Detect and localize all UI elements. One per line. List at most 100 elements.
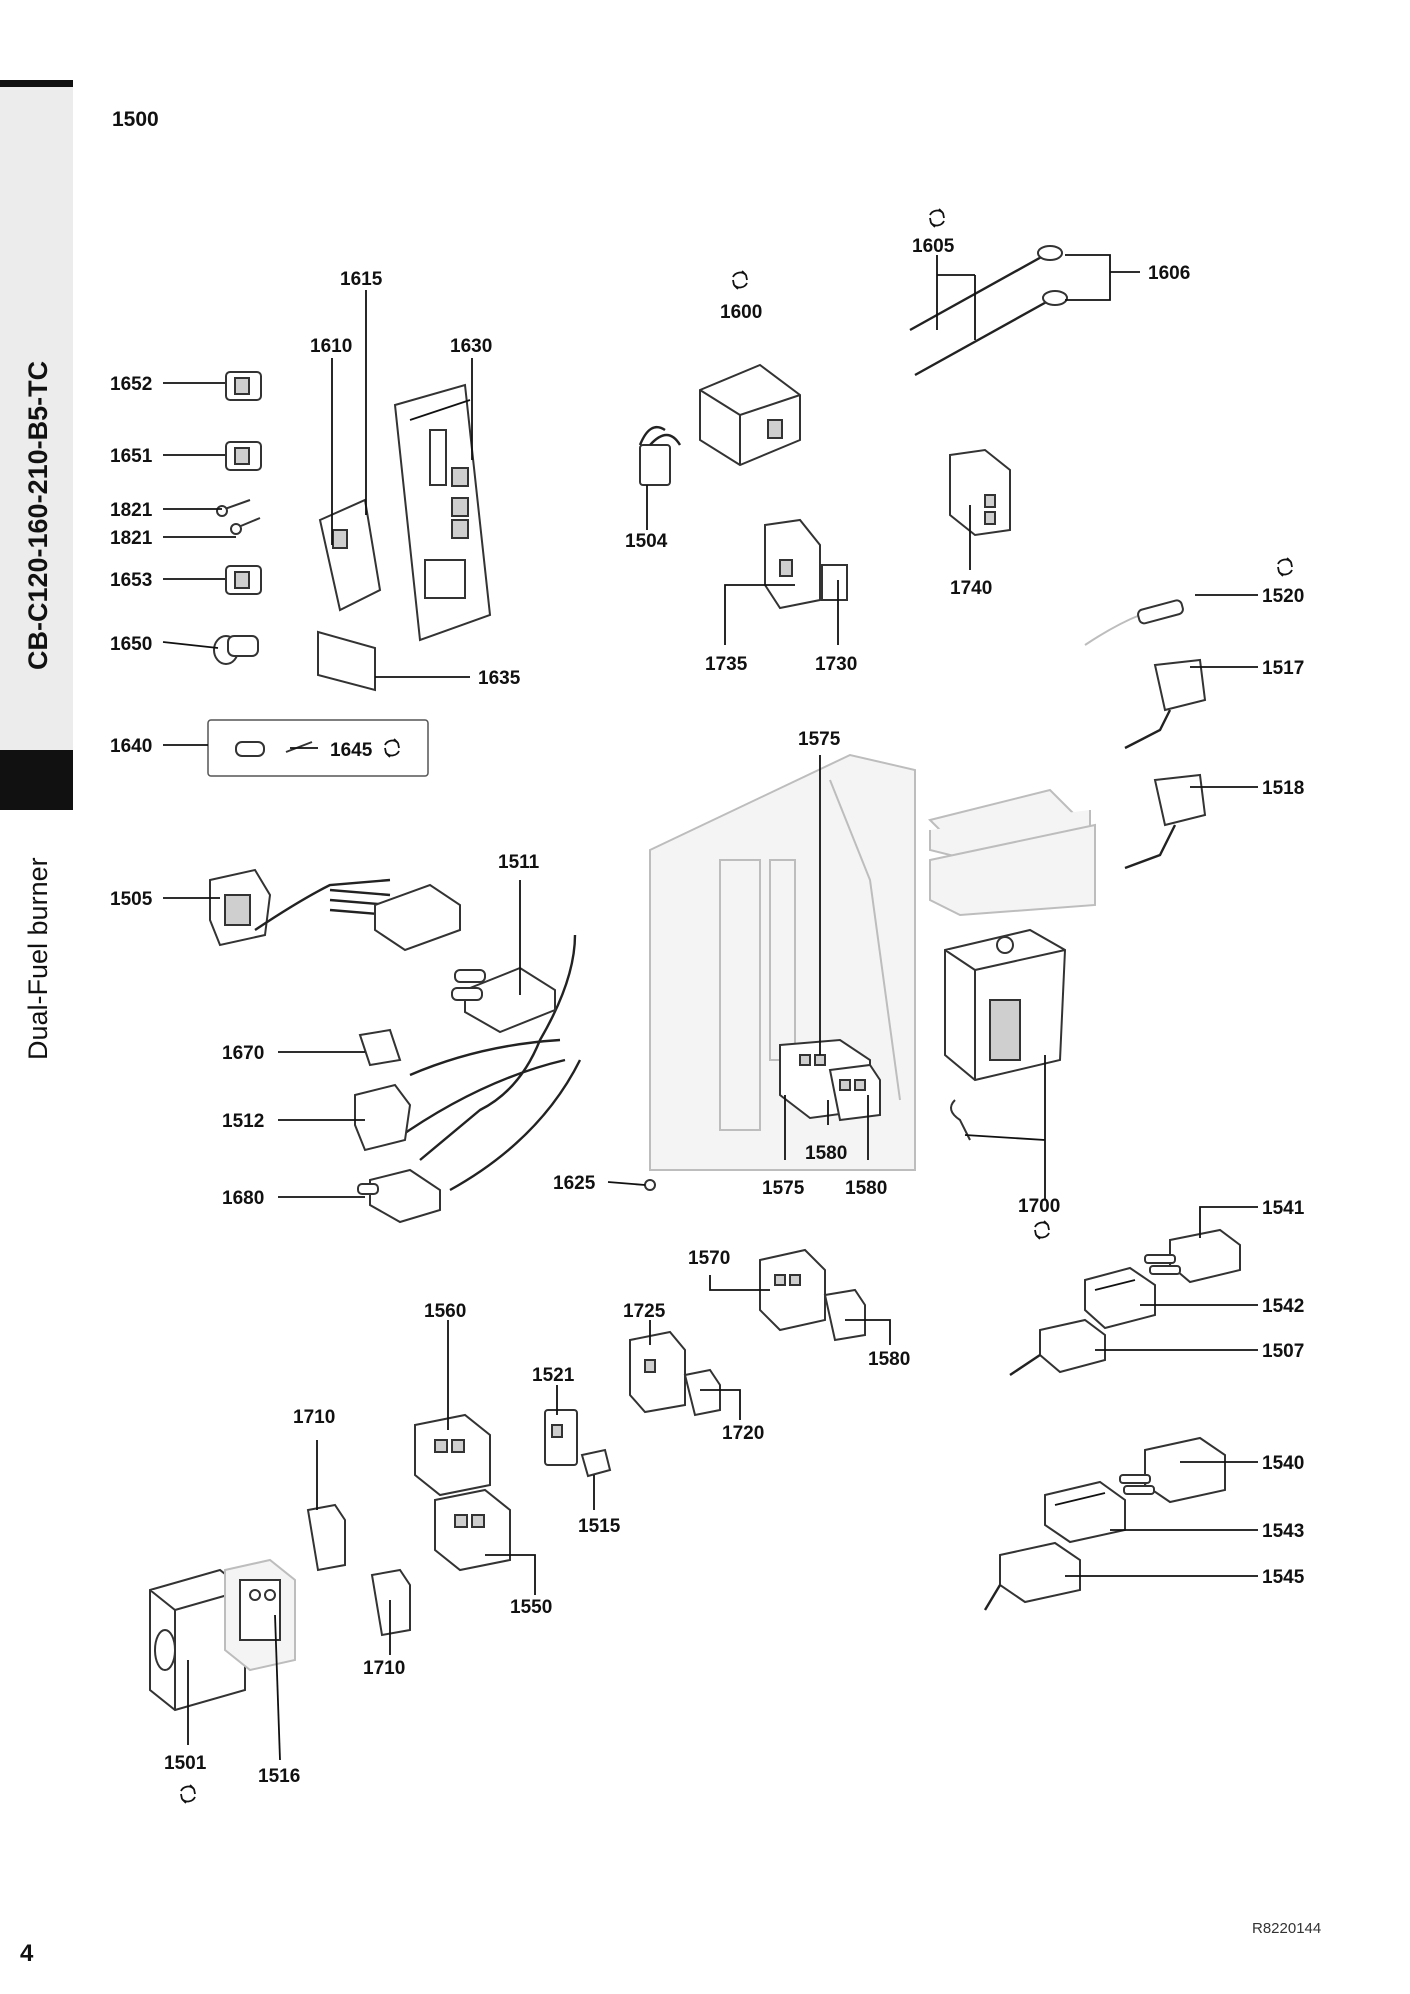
part-1600-ignition-unit — [699, 363, 801, 467]
part-1700-servomotor — [944, 928, 1067, 1141]
part-1560-contactor — [414, 1413, 491, 1497]
part-1516-base — [224, 1558, 296, 1672]
part-1650 — [213, 635, 259, 665]
callout-1640: 1640 — [110, 736, 152, 757]
part-1821-screws — [216, 499, 261, 535]
part-1730-relay — [821, 564, 848, 601]
callout-1521: 1521 — [532, 1365, 575, 1386]
page-number: 4 — [20, 1940, 34, 1967]
part-1725-relay-socket — [629, 1330, 686, 1414]
callout-1653: 1653 — [110, 570, 152, 591]
part-1630-panel — [393, 383, 492, 642]
callout-1605: 1605 — [912, 236, 955, 257]
part-1501-control-box — [149, 1568, 246, 1712]
part-1550-contactor — [434, 1488, 511, 1572]
exchange-icon — [384, 738, 400, 758]
callout-1680: 1680 — [222, 1188, 264, 1209]
callout-1570: 1570 — [688, 1248, 730, 1269]
callout-1625: 1625 — [553, 1173, 596, 1194]
part-1540-plug — [1119, 1436, 1226, 1504]
callout-1710-b: 1710 — [363, 1658, 405, 1679]
part-1653 — [225, 565, 262, 595]
callout-1541: 1541 — [1262, 1198, 1305, 1219]
part-1640-kit-box — [207, 719, 429, 777]
exchange-icon — [929, 208, 945, 228]
part-1511-terminal-block — [374, 883, 556, 1034]
part-1580-auxiliary-contact — [823, 1288, 866, 1342]
callout-1580-a: 1580 — [805, 1143, 847, 1164]
part-1670-plug — [358, 1028, 402, 1067]
callout-1635: 1635 — [478, 668, 521, 689]
callout-1575-b: 1575 — [762, 1178, 805, 1199]
callout-1560: 1560 — [424, 1301, 466, 1322]
callout-1735: 1735 — [705, 654, 748, 675]
callout-1550: 1550 — [510, 1597, 552, 1618]
callout-1700: 1700 — [1018, 1196, 1060, 1217]
callout-1505: 1505 — [110, 889, 153, 910]
part-1515-bridge — [580, 1448, 612, 1478]
section-title: 1500 — [112, 108, 159, 131]
sidebar-band — [0, 80, 73, 750]
sidebar-marker — [0, 750, 73, 810]
callout-1630: 1630 — [450, 336, 492, 357]
part-1710-relay-b — [370, 1568, 411, 1637]
callout-1580-b: 1580 — [845, 1178, 887, 1199]
callout-1504: 1504 — [625, 531, 668, 552]
exchange-icon — [732, 270, 748, 290]
part-1507-connector — [1009, 1318, 1106, 1376]
part-1512-connector — [354, 1083, 412, 1152]
part-1610-bracket — [318, 498, 382, 612]
callout-1501: 1501 — [164, 1753, 207, 1774]
callout-1821-b: 1821 — [110, 528, 153, 549]
callout-1615: 1615 — [340, 269, 383, 290]
callout-1580-c: 1580 — [868, 1349, 910, 1370]
callout-1518: 1518 — [1262, 778, 1304, 799]
callout-1600: 1600 — [720, 302, 762, 323]
part-1542-plug-housing — [1084, 1266, 1156, 1330]
exchange-icon — [1034, 1220, 1050, 1240]
part-1735-relay-socket — [764, 518, 821, 610]
callout-1511: 1511 — [498, 852, 540, 873]
part-1504-plug — [638, 425, 682, 486]
callout-1725: 1725 — [623, 1301, 666, 1322]
drawing-reference: R8220144 — [1252, 1920, 1322, 1937]
part-1541-plug — [1144, 1228, 1241, 1284]
callout-1730: 1730 — [815, 654, 857, 675]
callout-1670: 1670 — [222, 1043, 264, 1064]
part-1521-socket — [544, 1409, 578, 1466]
exchange-icon — [1277, 557, 1293, 577]
part-1652 — [225, 371, 262, 401]
callout-1651: 1651 — [110, 446, 153, 467]
callout-1710-a: 1710 — [293, 1407, 335, 1428]
callout-1543: 1543 — [1262, 1521, 1304, 1542]
part-1625-screw — [644, 1179, 656, 1191]
callout-1650: 1650 — [110, 634, 152, 655]
callout-1517: 1517 — [1262, 658, 1304, 679]
part-1710-relay-a — [306, 1503, 346, 1572]
callout-1740: 1740 — [950, 578, 992, 599]
part-1740-relay — [949, 448, 1011, 537]
part-1518-sensor — [1124, 773, 1207, 870]
part-1505-connector — [209, 868, 272, 947]
part-1570-contactor — [759, 1248, 826, 1332]
callout-1610: 1610 — [310, 336, 352, 357]
callout-1542: 1542 — [1262, 1296, 1304, 1317]
callout-1520: 1520 — [1262, 586, 1304, 607]
callout-1512: 1512 — [222, 1111, 264, 1132]
part-1520-sensor — [1084, 599, 1184, 646]
wiring-harness — [254, 878, 582, 1192]
part-1651 — [225, 441, 262, 471]
part-1543-plug-housing — [1044, 1480, 1126, 1544]
callout-1821-a: 1821 — [110, 500, 153, 521]
part-1720-relay — [683, 1368, 721, 1417]
part-1680-connector — [357, 1168, 441, 1224]
callout-1515: 1515 — [578, 1516, 621, 1537]
part-1605-1606-cables — [909, 245, 1068, 377]
callout-1540: 1540 — [1262, 1453, 1304, 1474]
leader-lines — [162, 254, 1258, 1761]
callout-1720: 1720 — [722, 1423, 764, 1444]
part-1645-fuse — [235, 741, 313, 757]
callout-1645: 1645 — [330, 740, 373, 761]
exchange-icon — [180, 1784, 196, 1804]
